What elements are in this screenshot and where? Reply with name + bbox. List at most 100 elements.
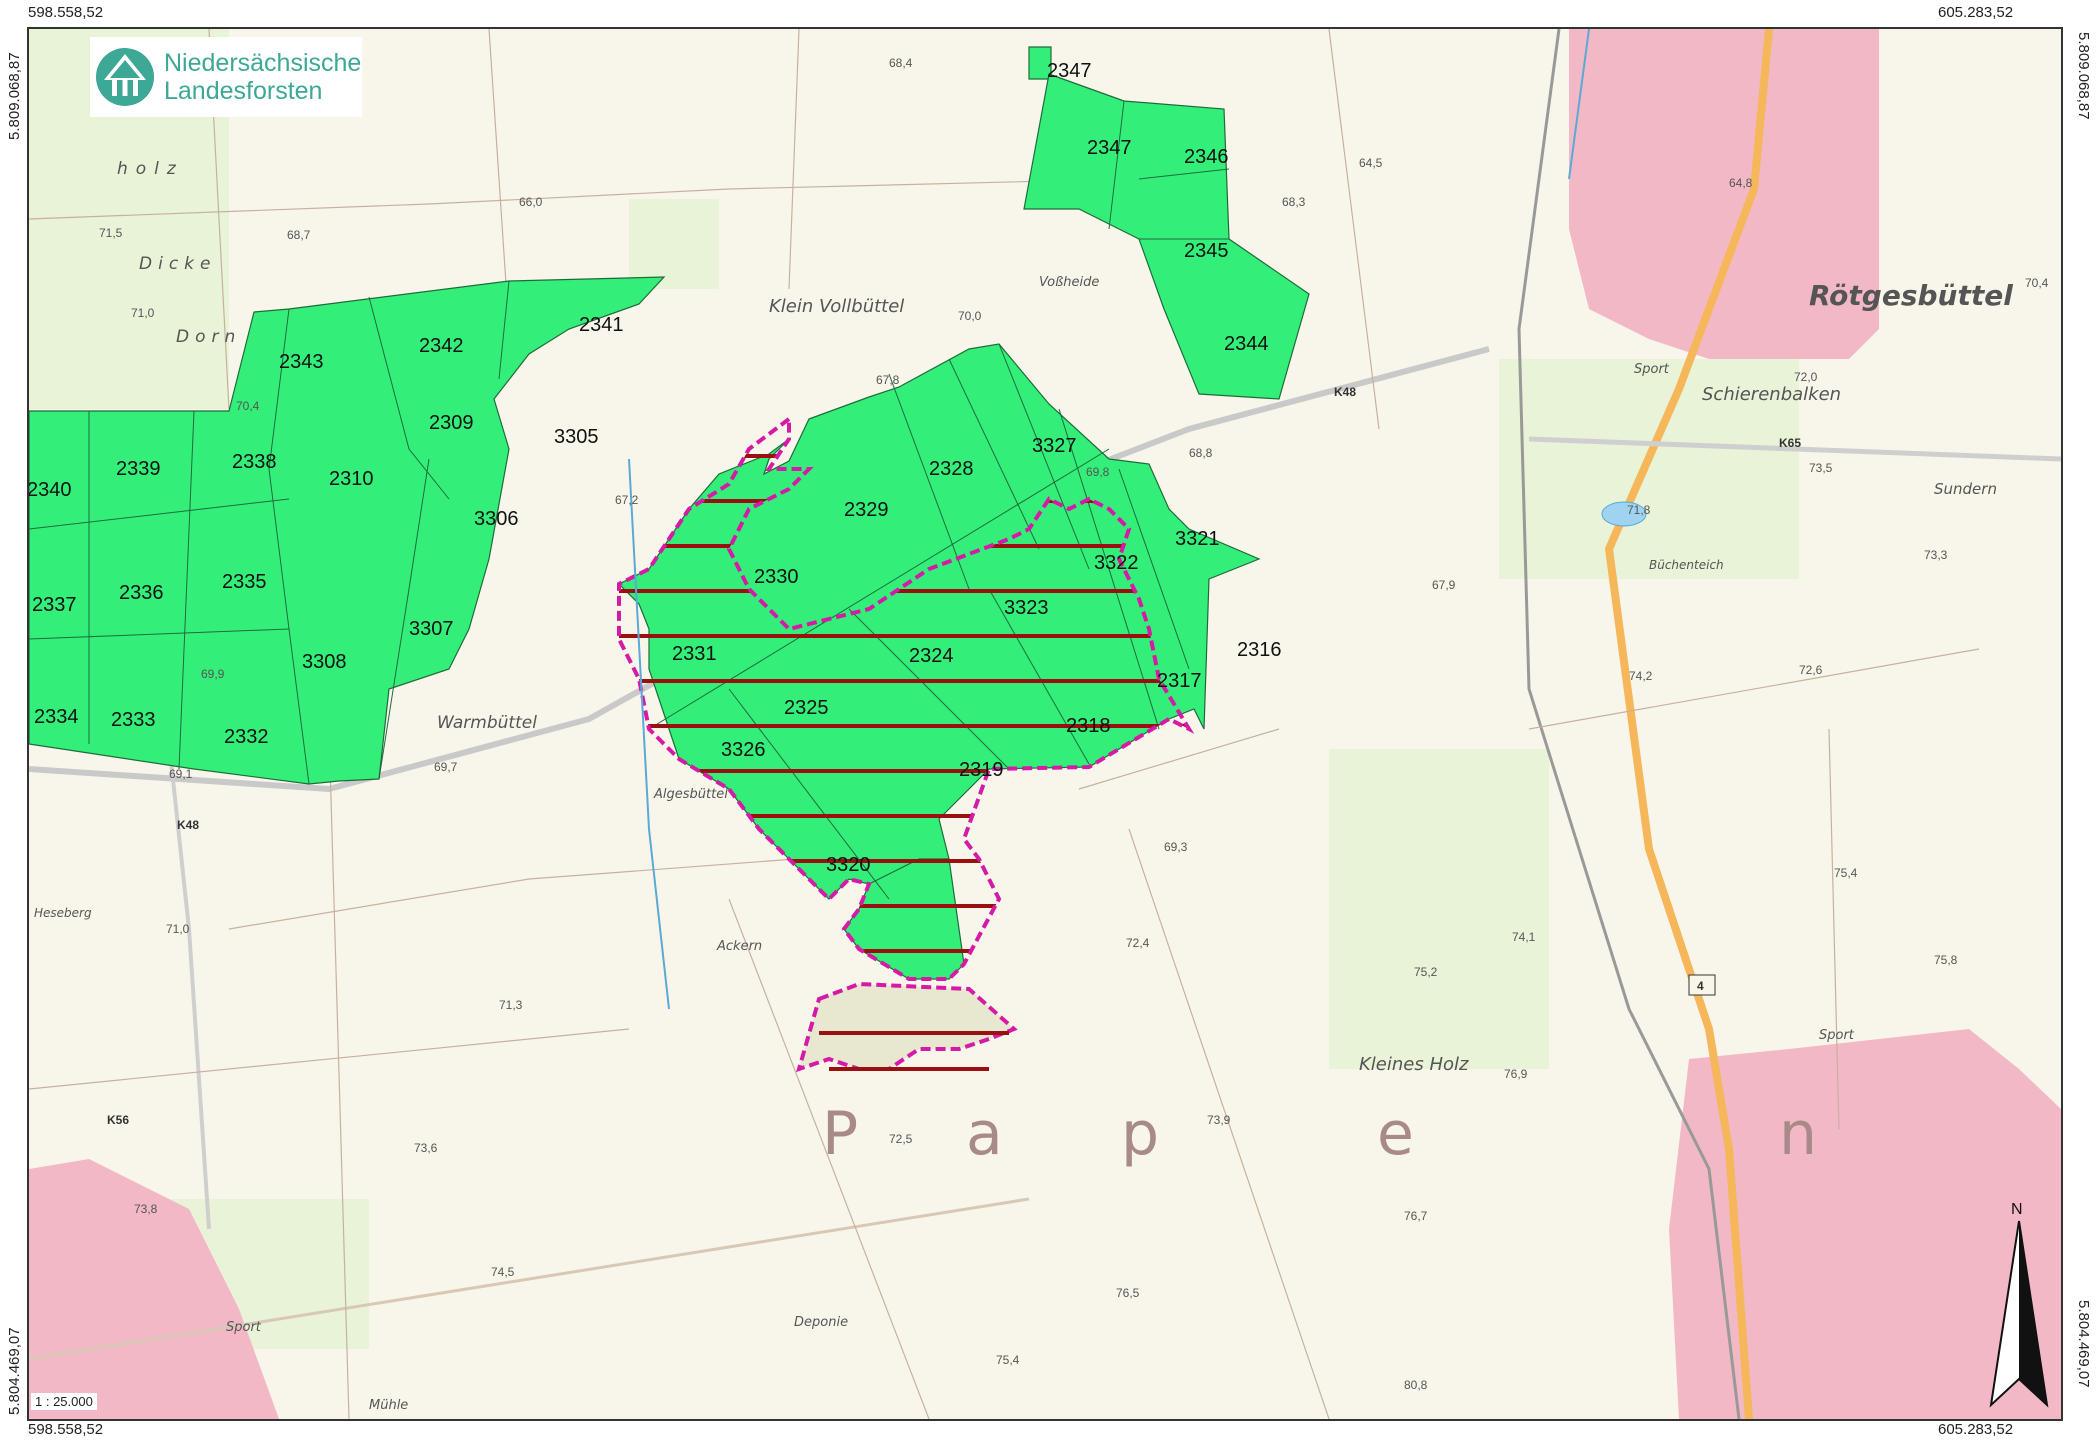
elevation-label: 67,2 — [615, 493, 639, 507]
region-letter: a — [966, 1099, 1003, 1169]
place-label: Klein Vollbüttel — [769, 296, 904, 317]
elevation-label: 76,7 — [1404, 1209, 1428, 1223]
elevation-label: 73,5 — [1809, 461, 1833, 475]
elevation-label: 71,8 — [1627, 503, 1651, 517]
coord-top-left: 598.558,52 — [28, 4, 104, 21]
place-label: Sport — [1634, 362, 1670, 377]
parcel-label: 3321 — [1175, 528, 1220, 550]
elevation-label: 75,4 — [1834, 866, 1858, 880]
buechenteich-pond — [1601, 501, 1647, 527]
forest-north-cluster — [1023, 73, 1310, 400]
hatch-lines — [819, 1031, 1009, 1071]
water — [628, 29, 1647, 1010]
place-labels: Klein Vollbüttel Voßheide Rötgesbüttel S… — [34, 159, 2013, 1413]
elevation-label: 80,8 — [1404, 1378, 1428, 1392]
hatched-south — [796, 981, 1018, 1073]
elevation-label: 76,5 — [1116, 1286, 1140, 1300]
road-label: K56 — [107, 1113, 129, 1127]
road-label: K48 — [1334, 385, 1356, 399]
elevation-label: 64,8 — [1729, 176, 1753, 190]
parcel-label: 3322 — [1094, 552, 1139, 574]
elevation-label: 71,5 — [99, 226, 123, 240]
elevation-label: 67,8 — [876, 373, 900, 387]
place-label-roetgesbuettel: Rötgesbüttel — [1809, 279, 2013, 312]
elevation-label: 73,9 — [1207, 1113, 1231, 1127]
elevation-label: 73,3 — [1924, 548, 1948, 562]
place-label: Büchenteich — [1649, 558, 1724, 572]
elevation-label: 74,5 — [491, 1265, 515, 1279]
place-label: Dorn — [176, 327, 241, 347]
coord-right-top: 5.809.068,87 — [2075, 32, 2092, 120]
parcel-label: 2333 — [111, 709, 156, 731]
elevation-label: 70,0 — [958, 309, 982, 323]
north-arrow: N — [1989, 1201, 2049, 1408]
parcel-label: 2338 — [232, 451, 277, 473]
place-label: Kleines Holz — [1359, 1054, 1469, 1075]
settlement-southwest — [29, 1159, 279, 1419]
parcel-label: 2341 — [579, 314, 624, 336]
parcel-label: 3305 — [554, 426, 599, 448]
elevation-label: 72,6 — [1799, 663, 1823, 677]
road-4-shield — [1688, 974, 1716, 996]
region-letter: e — [1377, 1099, 1414, 1169]
hatched-region — [617, 415, 1195, 981]
parcel-label: 2337 — [32, 594, 77, 616]
elevation-label: 67,9 — [1432, 578, 1456, 592]
region-letter: n — [1779, 1099, 1817, 1169]
parcel-label: 2342 — [419, 335, 464, 357]
place-label: Dicke — [139, 254, 216, 274]
parcel-label: 2325 — [784, 697, 829, 719]
logo-text: Niedersächsische Landesforsten — [164, 49, 361, 105]
parcel-label: 2347 — [1087, 137, 1132, 159]
road-label: K48 — [177, 818, 199, 832]
tree-logo-icon — [94, 46, 156, 108]
elevation-label: 75,2 — [1414, 965, 1438, 979]
elevation-label: 70,4 — [2025, 276, 2049, 290]
parcel-label: 2318 — [1066, 715, 1111, 737]
place-label: Warmbüttel — [437, 713, 537, 733]
place-label: Schierenbalken — [1702, 384, 1841, 405]
parcel-label: 2316 — [1237, 639, 1282, 661]
elevation-label: 74,1 — [1512, 930, 1536, 944]
road-labels: K48 K48 K65 K56 4 — [107, 385, 1801, 1127]
place-label: Sport — [226, 1320, 262, 1335]
region-letters: P a p e n — [822, 1099, 1817, 1169]
logo-line-1: Niedersächsische — [164, 49, 362, 77]
region-letter: P — [822, 1099, 858, 1169]
parcel-label: 2335 — [222, 571, 267, 593]
elevation-label: 68,8 — [1189, 446, 1213, 460]
parcel-label: 3326 — [721, 739, 766, 761]
settlement-roetgesbuettel — [1569, 29, 1879, 359]
place-label: Voßheide — [1039, 275, 1099, 290]
map-canvas[interactable]: 2347 2347 2346 2345 2344 2341 2342 2343 … — [27, 27, 2063, 1421]
settlements — [29, 29, 2061, 1419]
elevation-label: 76,9 — [1504, 1067, 1528, 1081]
field-lines — [29, 29, 1980, 1419]
parcel-label: 2347 — [1047, 60, 1092, 82]
elevation-label: 75,8 — [1934, 953, 1958, 967]
place-label: holz — [117, 159, 184, 179]
elevation-label: 71,0 — [131, 306, 155, 320]
elevation-label: 66,0 — [519, 195, 543, 209]
elevation-label: 69,8 — [1086, 465, 1110, 479]
parcel-label: 2345 — [1184, 240, 1229, 262]
coord-right-bottom: 5.804.469,07 — [2075, 1300, 2092, 1388]
elevation-label: 69,7 — [434, 760, 458, 774]
elevation-label: 69,1 — [169, 767, 193, 781]
elevation-label: 70,4 — [236, 399, 260, 413]
road-south — [29, 1197, 1030, 1361]
place-label: Heseberg — [34, 906, 92, 920]
place-label: Mühle — [369, 1398, 408, 1413]
elevation-label: 68,4 — [889, 56, 913, 70]
elevation-label: 75,4 — [996, 1353, 1020, 1367]
elevation-label: 73,6 — [414, 1141, 438, 1155]
parcel-label: 3306 — [474, 508, 519, 530]
parcel-label: 2329 — [844, 499, 889, 521]
elevation-label: 71,3 — [499, 998, 523, 1012]
north-label: N — [2011, 1201, 2023, 1218]
elevation-label: 74,2 — [1629, 669, 1653, 683]
coord-bottom-left: 598.558,52 — [28, 1421, 104, 1438]
parcel-label: 2331 — [672, 643, 717, 665]
parcel-label: 2310 — [329, 468, 374, 490]
logo-line-2: Landesforsten — [164, 77, 323, 105]
